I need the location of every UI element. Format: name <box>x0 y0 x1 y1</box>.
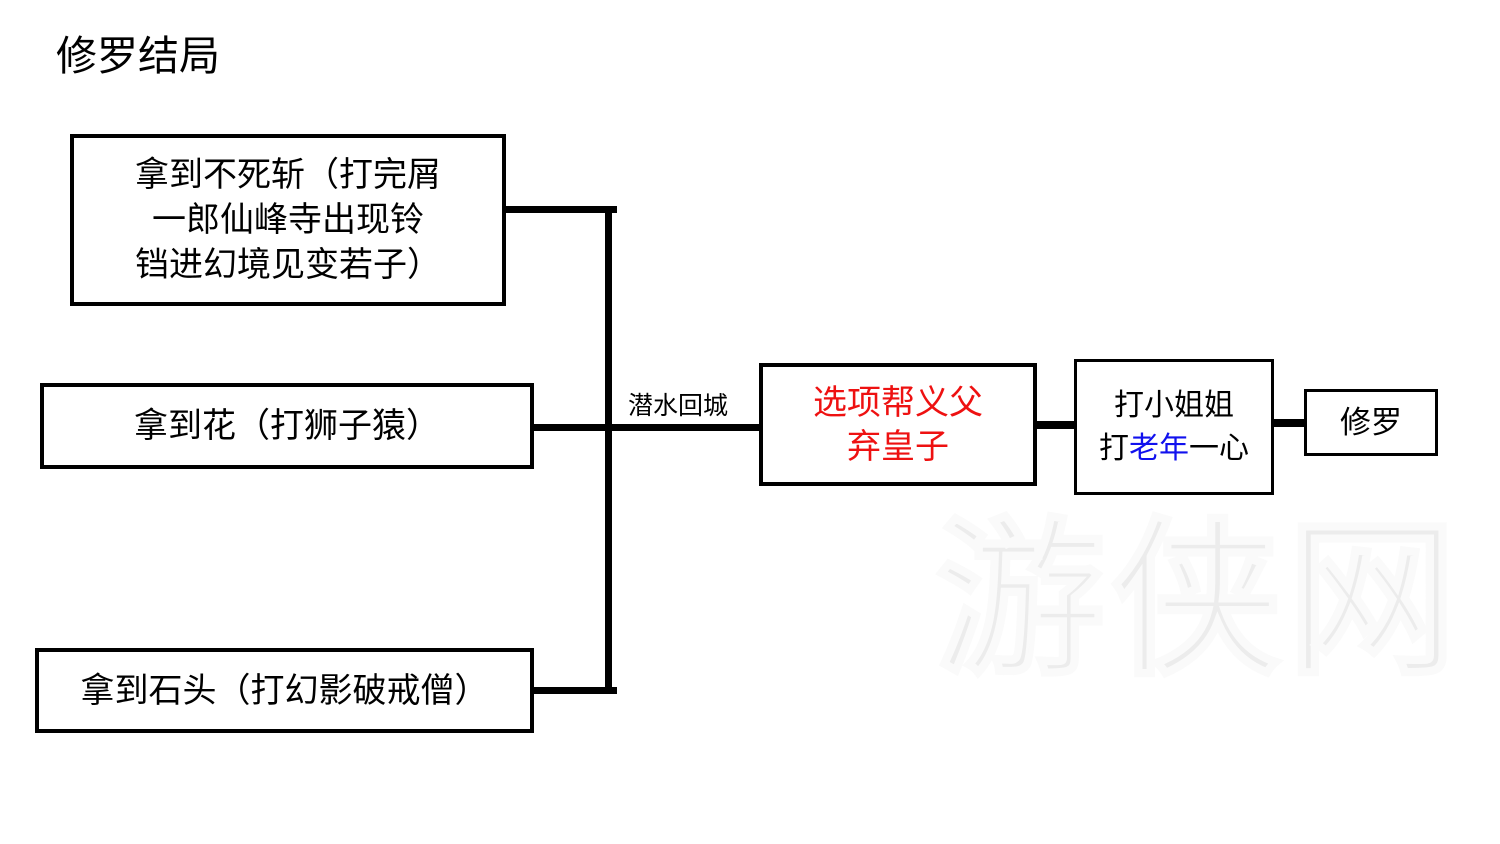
connector-fight-to-ending <box>1270 419 1308 427</box>
node-undying-blade[interactable]: 拿到不死斩（打完屑 一郎仙峰寺出现铃 铛进幻境见变若子） <box>70 134 506 306</box>
node-undying-blade-label: 拿到不死斩（打完屑 一郎仙峰寺出现铃 铛进幻境见变若子） <box>74 153 502 288</box>
node-choice-label: 选项帮义父 弃皇子 <box>763 381 1033 469</box>
node-choice-line1: 选项帮义父 <box>813 383 983 422</box>
node-fight-line2-prefix: 打 <box>1099 432 1129 465</box>
node-fight-line2-highlight: 老年 <box>1129 432 1189 465</box>
watermark-text: 游侠网 <box>934 499 1464 702</box>
connector-flower-to-choice <box>531 424 763 431</box>
connector-undying-to-trunk <box>503 206 617 213</box>
node-fight-line1: 打小姐姐 <box>1114 389 1234 422</box>
node-fight-line2-suffix: 一心 <box>1189 432 1249 465</box>
node-undying-blade-line3: 铛进幻境见变若子） <box>135 245 441 284</box>
node-fight-label: 打小姐姐 打老年一心 <box>1077 384 1271 470</box>
connector-vertical-trunk <box>605 206 612 694</box>
node-shura-ending-label: 修罗 <box>1340 404 1402 440</box>
node-stone[interactable]: 拿到石头（打幻影破戒僧） <box>35 648 534 733</box>
node-stone-label: 拿到石头（打幻影破戒僧） <box>80 671 489 710</box>
node-shura-ending[interactable]: 修罗 <box>1304 389 1438 456</box>
connector-stone-to-trunk <box>531 687 617 694</box>
page-title: 修罗结局 <box>56 33 220 79</box>
node-flower[interactable]: 拿到花（打狮子猿） <box>40 383 534 469</box>
node-choice-line2: 弃皇子 <box>847 427 949 466</box>
edge-label-dive-back: 潜水回城 <box>626 391 731 421</box>
node-undying-blade-line2: 一郎仙峰寺出现铃 <box>152 200 424 239</box>
watermark: 游侠网 <box>934 499 1475 720</box>
node-flower-label: 拿到花（打狮子猿） <box>134 407 440 445</box>
connector-choice-to-fight <box>1033 421 1078 429</box>
node-fight-sequence[interactable]: 打小姐姐 打老年一心 <box>1074 359 1274 495</box>
node-undying-blade-line1: 拿到不死斩（打完屑 <box>135 155 441 194</box>
node-choice-help-father[interactable]: 选项帮义父 弃皇子 <box>759 363 1037 486</box>
